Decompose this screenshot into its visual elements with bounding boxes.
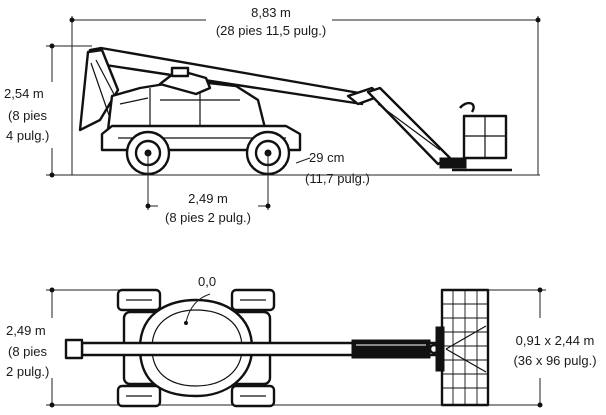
jib-cylinder (377, 103, 441, 151)
control-box (459, 101, 475, 113)
wheelbase-dot-left (145, 203, 151, 209)
turret-details (119, 84, 240, 128)
length-dot-right (535, 17, 541, 23)
jib-top (351, 339, 431, 359)
length-metric: 8,83 m (251, 5, 291, 20)
origin-point (184, 321, 188, 325)
side-view: 8,83 m (28 pies 11,5 pulg.) 2,54 m (8 pi… (4, 5, 541, 225)
platform-dot-top (537, 287, 543, 293)
height-dot-bottom (49, 172, 55, 178)
ground-clearance-dimension: 29 cm (11,7 pulg.) (295, 150, 370, 186)
height-dimension: 2,54 m (8 pies 4 pulg.) (4, 43, 540, 178)
lift-top-illustration (64, 288, 490, 408)
platform-grid (442, 290, 488, 405)
counterweight-top (64, 338, 84, 360)
clearance-leader (295, 157, 311, 164)
lift-side-illustration (78, 46, 512, 176)
platform-metric: 0,91 x 2,44 m (516, 333, 595, 348)
counterweight-detail (90, 62, 111, 119)
platform-rotator (435, 326, 445, 372)
wheelbase-dot-right (265, 203, 271, 209)
wheelbase-imperial: (8 pies 2 pulg.) (165, 210, 251, 225)
width-imperial-1: (8 pies (8, 344, 48, 359)
engine-cover (170, 66, 190, 78)
origin-marker: 0,0 (184, 274, 216, 325)
width-dot-top (49, 287, 55, 293)
height-dot-top (49, 43, 55, 49)
length-dimension: 8,83 m (28 pies 11,5 pulg.) (69, 5, 541, 175)
height-imperial-1: (8 pies (8, 108, 48, 123)
origin-label: 0,0 (198, 274, 216, 289)
height-imperial-2: 4 pulg.) (6, 128, 49, 143)
platform-dimension: 0,91 x 2,44 m (36 x 96 pulg.) (488, 287, 597, 408)
wheelbase-dimension: 2,49 m (8 pies 2 pulg.) (145, 153, 271, 225)
platform-mount (439, 157, 467, 169)
wheelbase-metric: 2,49 m (188, 191, 228, 206)
jib-arm (366, 86, 452, 166)
counterweight (78, 48, 120, 132)
clearance-metric: 29 cm (309, 150, 344, 165)
origin-leader (185, 293, 211, 323)
clearance-imperial: (11,7 pulg.) (305, 171, 370, 186)
width-imperial-2: 2 pulg.) (6, 364, 49, 379)
height-metric: 2,54 m (4, 86, 44, 101)
platform-dot-bottom (537, 402, 543, 408)
platform-side (439, 101, 512, 172)
top-view: 2,49 m (8 pies 2 pulg.) (6, 274, 597, 408)
platform-imperial: (36 x 96 pulg.) (513, 353, 596, 368)
width-dot-bottom (49, 402, 55, 408)
counterweight-detail-2 (95, 59, 118, 101)
platform-top (435, 288, 490, 407)
length-dot-left (69, 17, 75, 23)
width-metric: 2,49 m (6, 323, 46, 338)
length-imperial: (28 pies 11,5 pulg.) (216, 23, 326, 38)
